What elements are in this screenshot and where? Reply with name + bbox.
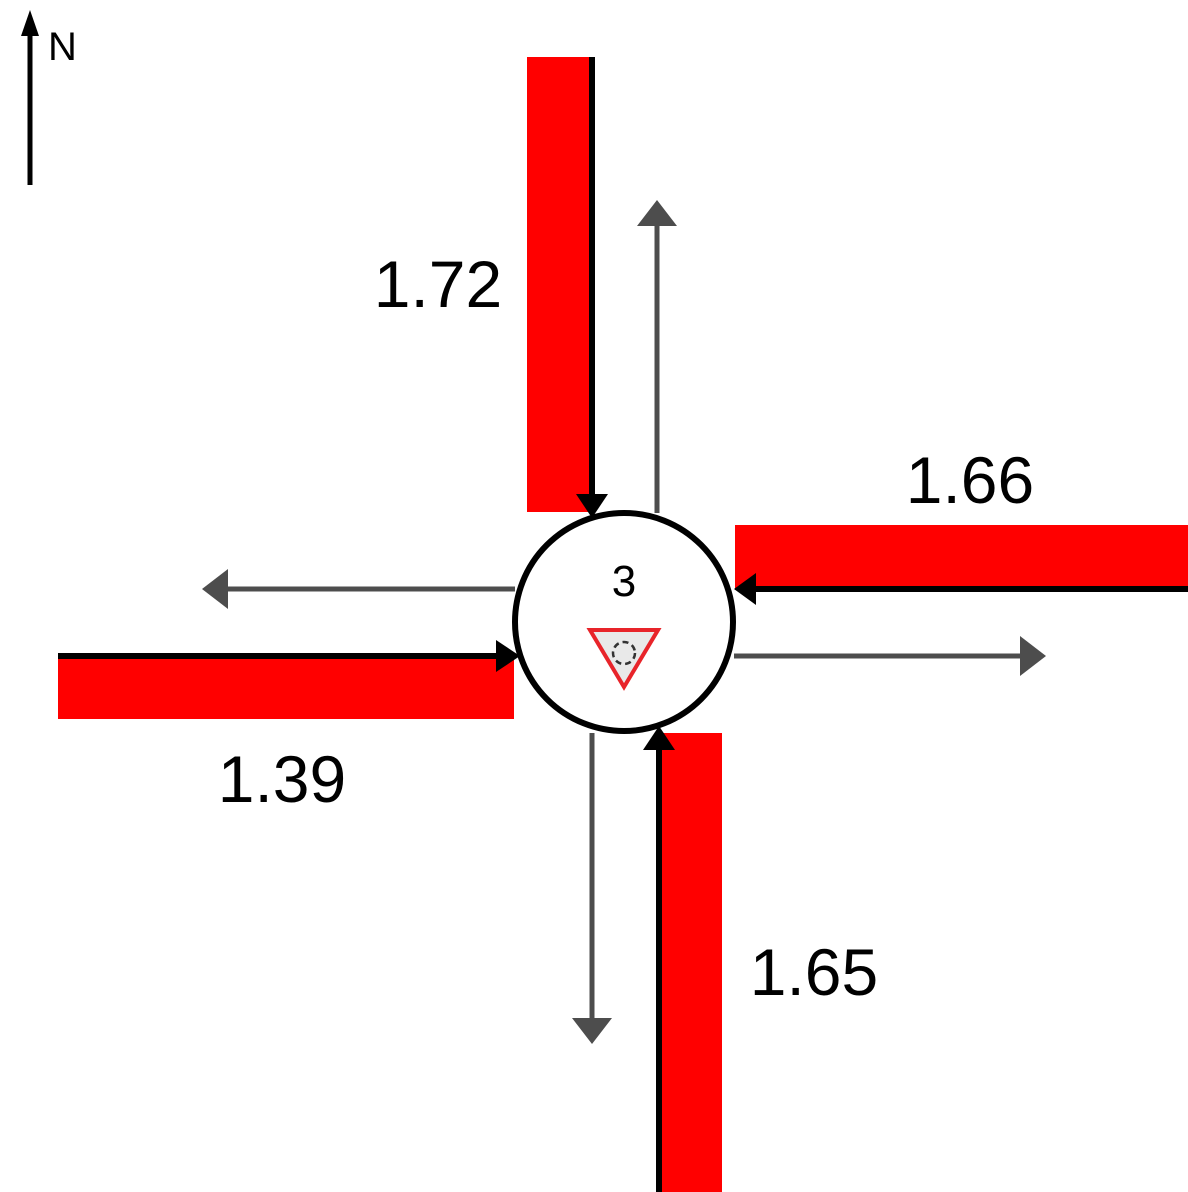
west-outflow-arrowhead: [202, 569, 228, 609]
east-inflow-arrowhead: [734, 573, 756, 605]
approach-north: [527, 57, 608, 518]
south-inflow-arrowhead: [643, 726, 675, 750]
north-approach-bar: [527, 57, 595, 512]
outflow-west: [202, 569, 515, 609]
outflow-north: [637, 200, 677, 513]
south-outflow-arrowhead: [572, 1018, 612, 1044]
west-approach-bar: [58, 656, 514, 719]
north-arrow: N: [21, 10, 77, 185]
node-circle: [512, 510, 736, 734]
yield-roundabout-icon: [586, 628, 662, 691]
north-approach-value: 1.72: [374, 247, 502, 321]
approach-west: [58, 640, 520, 719]
south-approach-bar: [657, 733, 722, 1192]
west-inflow-arrowhead: [496, 640, 520, 672]
outflow-east: [734, 636, 1046, 676]
intersection-node: 3: [512, 510, 736, 734]
approach-east: [734, 525, 1188, 605]
node-id-label: 3: [612, 557, 636, 606]
outflow-south: [572, 733, 612, 1044]
north-outflow-arrowhead: [637, 200, 677, 226]
east-outflow-arrowhead: [1020, 636, 1046, 676]
west-approach-value: 1.39: [218, 742, 346, 816]
approach-south: [643, 726, 722, 1192]
east-approach-value: 1.66: [906, 443, 1034, 517]
north-inflow-arrowhead: [576, 494, 608, 518]
north-label: N: [48, 25, 77, 69]
east-approach-bar: [735, 525, 1188, 590]
south-approach-value: 1.65: [750, 935, 878, 1009]
